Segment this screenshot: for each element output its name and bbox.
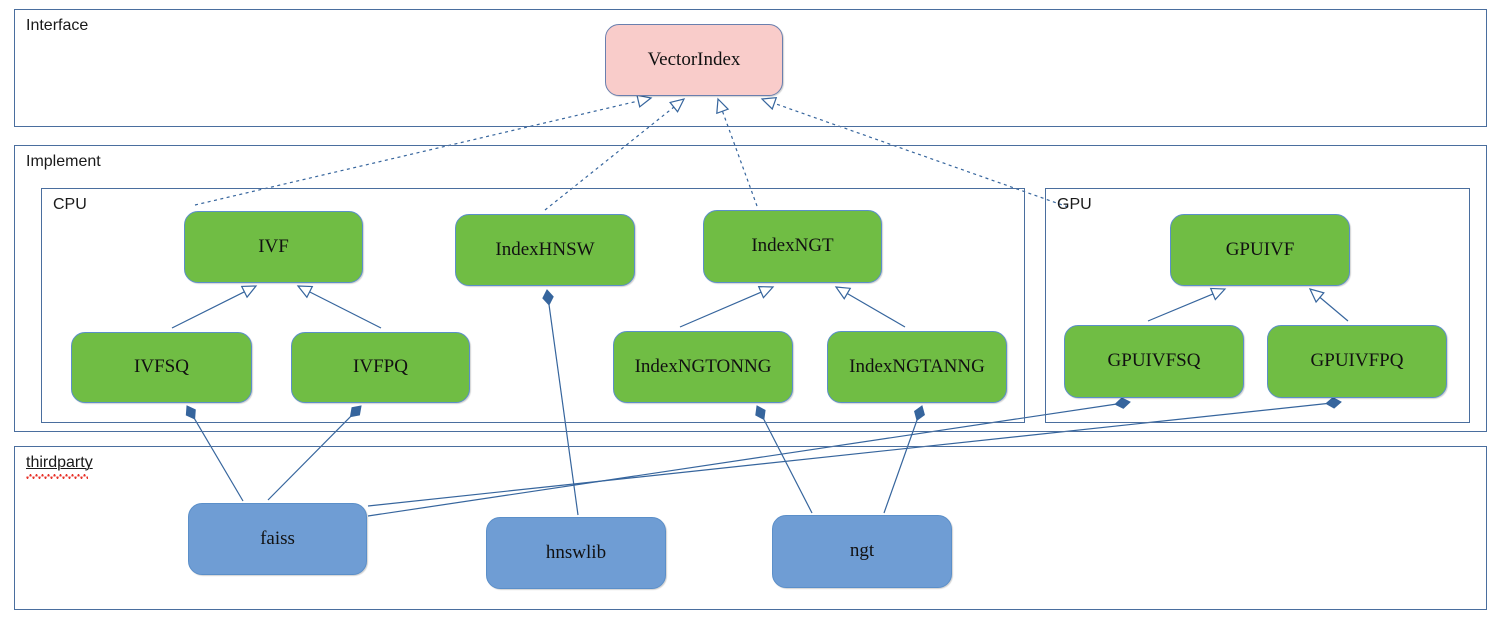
class-node-ivfpq[interactable]: IVFPQ bbox=[291, 332, 470, 403]
class-node-vectorindex[interactable]: VectorIndex bbox=[605, 24, 783, 96]
class-node-indexngtonng[interactable]: IndexNGTONNG bbox=[613, 331, 793, 403]
class-node-label: hnswlib bbox=[545, 541, 607, 563]
spellcheck-squiggle-icon bbox=[26, 474, 88, 479]
class-node-ivfsq[interactable]: IVFSQ bbox=[71, 332, 252, 403]
class-node-label: IVFPQ bbox=[353, 356, 408, 378]
class-node-gpuivf[interactable]: GPUIVF bbox=[1170, 214, 1350, 286]
class-node-ivf[interactable]: IVF bbox=[184, 211, 363, 283]
panel-gpu: GPU bbox=[1045, 188, 1470, 423]
panel-label-thirdparty: thirdparty bbox=[26, 454, 93, 471]
class-node-gpuivfpq[interactable]: GPUIVFPQ bbox=[1267, 325, 1447, 398]
class-node-label: ngt bbox=[849, 540, 875, 562]
class-node-indexngtanng[interactable]: IndexNGTANNG bbox=[827, 331, 1007, 403]
panel-label-cpu: CPU bbox=[53, 196, 87, 213]
class-node-label: VectorIndex bbox=[647, 48, 741, 70]
class-node-indexhnsw[interactable]: IndexHNSW bbox=[455, 214, 635, 286]
panel-interface: Interface bbox=[14, 9, 1487, 127]
panel-label-interface: Interface bbox=[26, 17, 89, 34]
class-node-label: IndexNGTONNG bbox=[634, 355, 772, 377]
panel-implement: Implement bbox=[14, 145, 1487, 432]
class-node-label: GPUIVFPQ bbox=[1310, 350, 1404, 372]
class-node-label: GPUIVFSQ bbox=[1107, 350, 1201, 372]
class-node-faiss[interactable]: faiss bbox=[188, 503, 367, 575]
class-node-indexngt[interactable]: IndexNGT bbox=[703, 210, 882, 283]
class-node-label: IndexHNSW bbox=[495, 238, 595, 260]
panel-label-implement: Implement bbox=[26, 153, 101, 170]
class-node-label: GPUIVF bbox=[1225, 238, 1295, 260]
panel-cpu: CPU bbox=[41, 188, 1025, 423]
class-node-gpuivfsq[interactable]: GPUIVFSQ bbox=[1064, 325, 1244, 398]
class-node-label: faiss bbox=[260, 527, 295, 549]
class-node-label: IndexNGTANNG bbox=[849, 355, 985, 377]
class-node-hnswlib[interactable]: hnswlib bbox=[486, 517, 666, 589]
class-node-label: IndexNGT bbox=[751, 235, 834, 257]
class-node-ngt[interactable]: ngt bbox=[772, 515, 952, 588]
panel-label-gpu: GPU bbox=[1057, 196, 1092, 213]
class-node-label: IVF bbox=[258, 235, 289, 257]
class-node-label: IVFSQ bbox=[134, 356, 189, 378]
